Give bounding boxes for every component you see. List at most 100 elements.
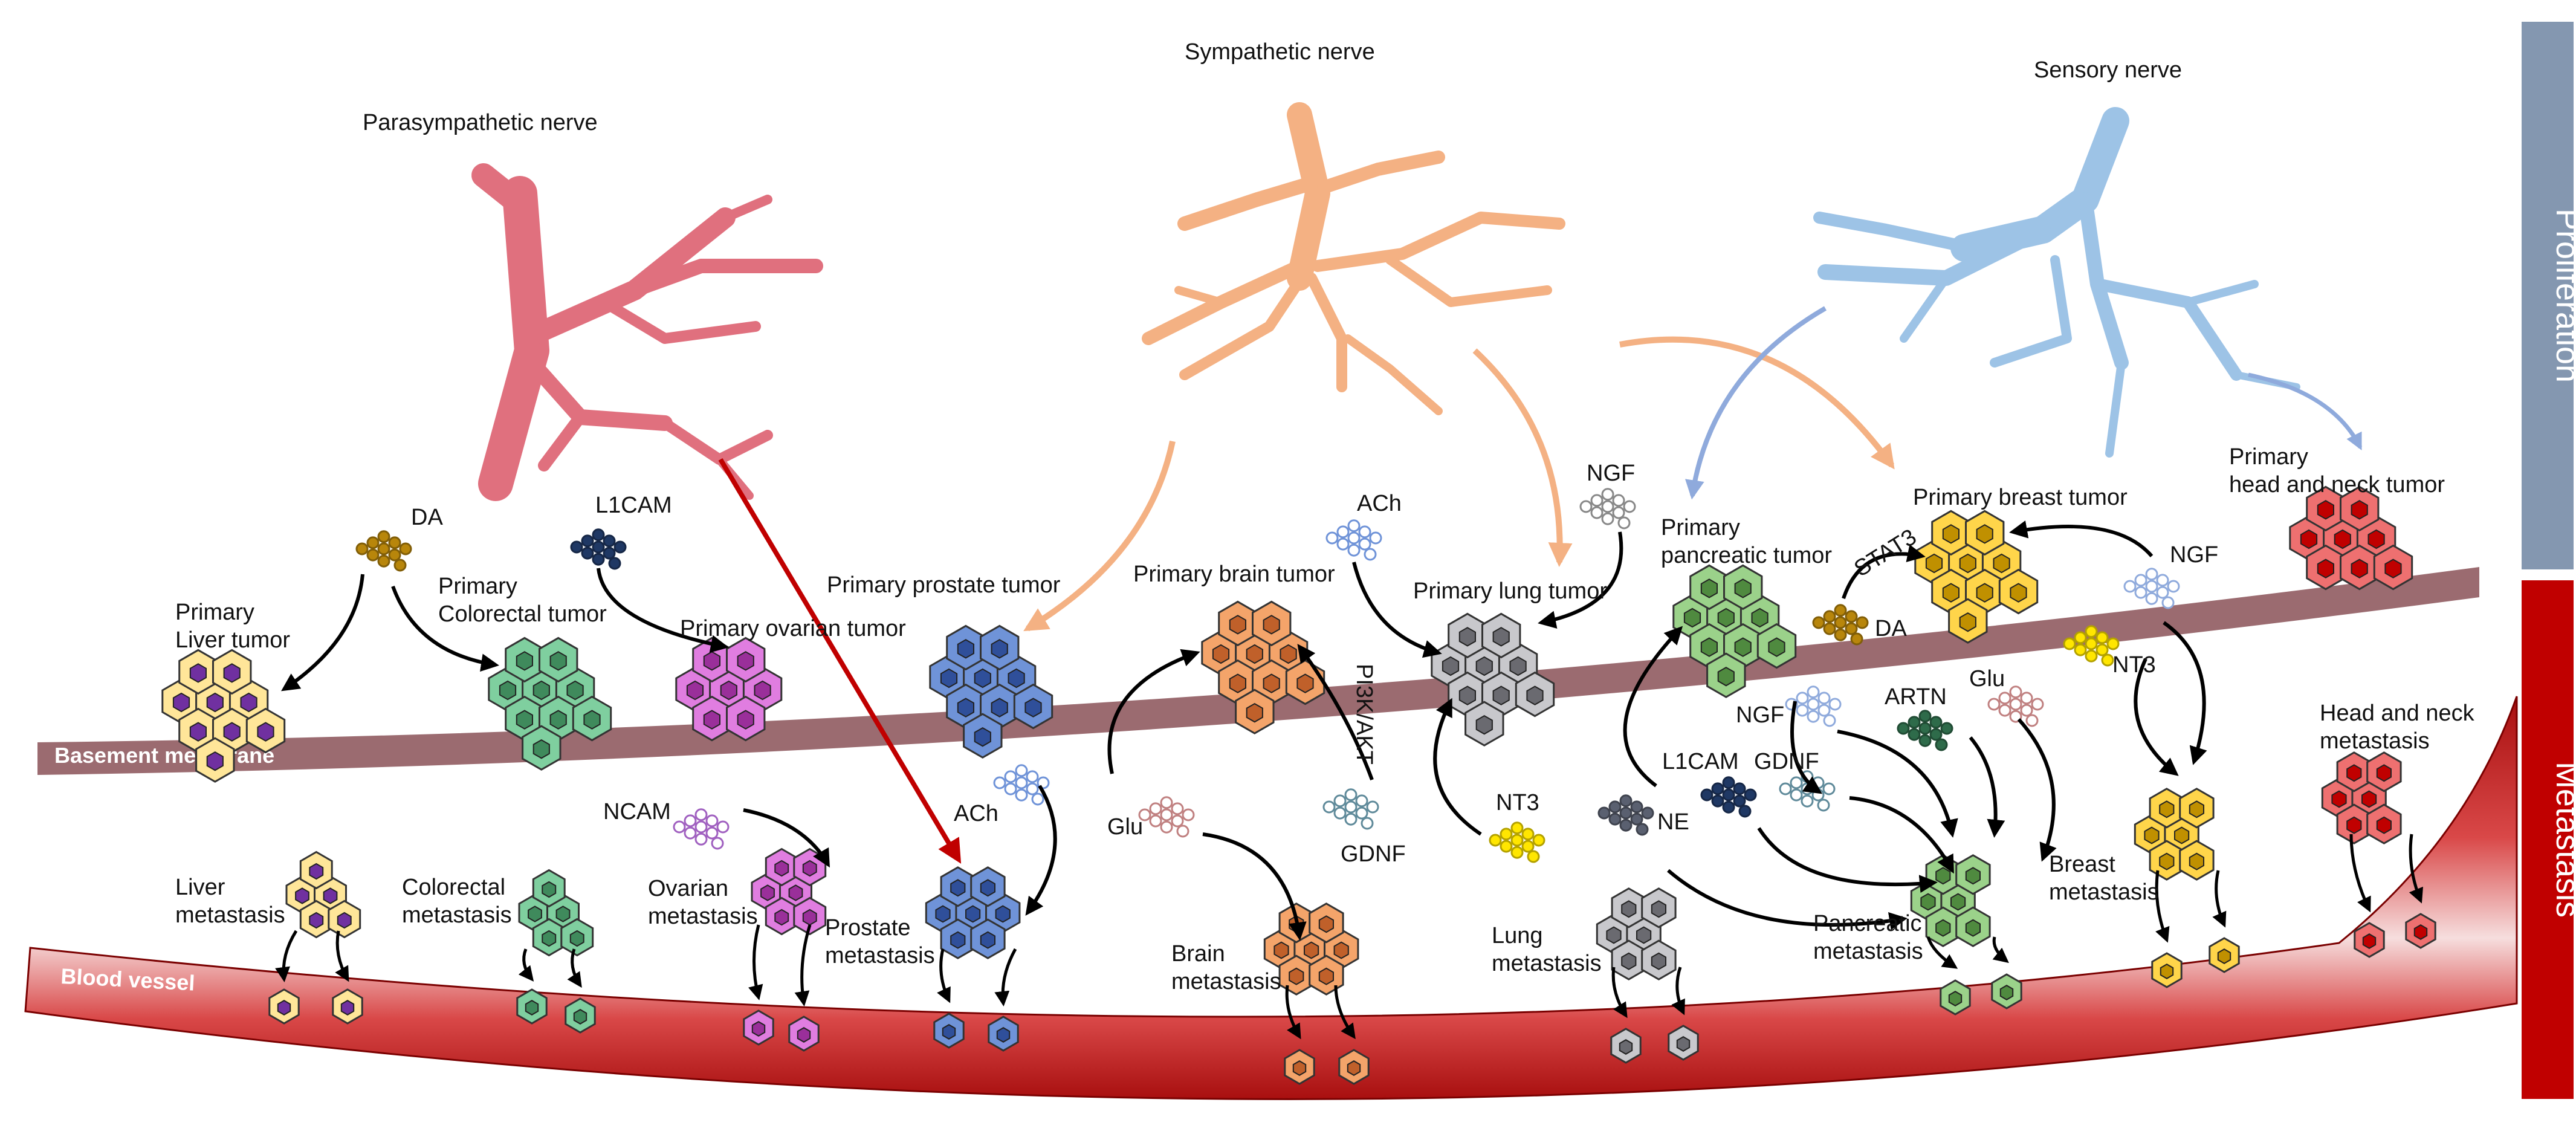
breast-metastasis-cell-3 [2149,788,2184,829]
ncam-dots-dot-3 [684,814,697,828]
glu-brain-dots-dot-6 [1160,796,1173,809]
ach-prostate-dots-dot-4 [1026,782,1039,795]
primary-headneck-tumor [2289,485,2413,591]
nt3-lung-dots-dot-3 [1500,828,1513,841]
l1cam-top-dots-dot-4 [603,546,616,560]
factor-dot-clusters [355,488,2180,863]
l1cam-panc-dots-dot-8 [1744,788,1757,802]
primary-prostate-tumor-cell-5 [980,624,1020,671]
circulating-headneck-cell-18 [2405,913,2436,949]
da-right-dots-dot-3 [1823,610,1836,623]
ovarian-metastasis-cell-5 [765,896,798,936]
sympathetic-to-lung-arrow [1472,348,1573,567]
gdnf-panc-dots-dot-9 [1779,782,1792,795]
primary-breast-tumor-cell-4 [1931,510,1971,556]
gdnf-panc-dots-dot-8 [1822,782,1836,795]
da-right-dots-dot-2 [1845,610,1858,623]
glu-brain-dots-dot-7 [1160,820,1173,834]
ngf-panc-dots-dot-6 [1807,685,1820,699]
ngf-lung-dots-dot-4 [1612,506,1625,519]
ngf-breast-dots-dot-7 [2145,592,2158,605]
glu-panc-dots-dot-10 [2025,714,2039,727]
artn-dots-dot-2 [1929,716,1943,729]
artn-dots-dot-9 [1897,722,1910,735]
glu-brain-dots-dot-1 [1160,808,1173,821]
breast-metastasis-cell-4 [2179,788,2215,829]
glu-panc-dots-dot-2 [2020,692,2033,705]
artn-dots-dot-8 [1940,722,1953,735]
primary-breast-label: Primary breast tumor [1913,485,2128,510]
l1cam-panc-dots [1700,776,1757,818]
primary-pancreatic-tumor [1672,564,1797,698]
ach-prostate-dots-dot-6 [1015,764,1028,777]
primary-liver-tumor [161,649,286,783]
ngf-lung-dots-dot-7 [1601,512,1614,525]
breast-metastasis-cell-6 [2179,840,2215,881]
ngf-to-breast-arrow [2009,520,2154,557]
ngf-lung-dots-dot-5 [1590,506,1604,519]
ncam-dots-dot-6 [694,808,708,821]
ngf-lung-dots-dot-1 [1601,500,1614,513]
nt3-breast-dots-dot-2 [2095,631,2109,644]
glu-to-pancreatic-met-arrow [2017,718,2057,862]
ne-dots-dot-9 [1597,806,1611,820]
circulating-liver-cell-1 [268,988,300,1025]
proliferation-label: Proliferation [2549,209,2576,383]
gdnf-brain-dots-dot-4 [1355,806,1368,820]
primary-headneck-tumor-cell-6 [2306,544,2346,591]
extravasation-arrow-13 [1926,936,1958,969]
artn-dots-dot-1 [1918,722,1932,735]
prostate-metastasis-cell-4 [940,866,976,907]
primary-liver-tumor-cell-8 [195,737,235,783]
glu-panc-dots-dot-3 [1998,692,2011,705]
l1cam-panc-dots-dot-4 [1733,794,1746,808]
artn-dots-dot-5 [1908,728,1921,741]
nt3-breast-dots-dot-9 [2063,637,2076,650]
da-left-dots [355,530,412,572]
gdnf-brain-dots-dot-6 [1344,788,1358,802]
extravasation-arrows [275,834,2424,1040]
ngf-panc-dots-dot-3 [1796,692,1809,705]
primary-pancreatic-tumor-cell-5 [1723,564,1763,611]
primary-pancreatic-tumor-cell-8 [1706,652,1746,698]
l1cam-top-dots-dot-1 [592,540,605,554]
ne-dots-dot-10 [1636,823,1649,836]
da-left-dots-dot-10 [393,559,407,572]
primary-lung-tumor-cell-4 [1448,612,1487,659]
ne-dots [1597,794,1654,836]
nt3-lung-label: NT3 [1496,790,1539,815]
sympathetic-label: Sympathetic nerve [1185,39,1375,65]
ach-top-dots-dot-10 [1364,548,1377,561]
parasympathetic-nerve [471,163,823,501]
ngf-breast-dots-dot-3 [2134,574,2147,587]
ngf-breast-dots-dot-6 [2145,568,2158,581]
ngf-lung-dots-dot-8 [1623,500,1636,513]
da-to-liver-arrow [281,574,364,692]
nt3-lung-dots-dot-5 [1500,840,1513,853]
gdnf-brain-dots-dot-5 [1333,806,1347,820]
circulating-brain-cell-9 [1284,1049,1315,1085]
glu-to-brain-met-arrow [1202,832,1307,941]
l1cam-panc-dots-dot-6 [1722,776,1735,789]
colorectal-metastasis-cell-5 [560,918,594,957]
nt3-to-lung-arrow [1433,698,1482,836]
headneck-metastasis [2321,751,2402,844]
da-left-label: DA [411,505,443,530]
ngf-lung-dots-dot-3 [1590,494,1604,507]
glu-panc-dots-dot-1 [2009,698,2022,711]
signal-arrows [281,520,2207,941]
ngf-lung-dots-dot-6 [1601,488,1614,501]
ach-top-dots-dot-6 [1347,519,1361,533]
ncam-dots-dot-7 [694,832,708,846]
sensory-to-pancreatic-arrow [1684,306,1827,500]
prostate-metastasis [925,866,1021,959]
ncam-dots-dot-2 [705,814,719,828]
gdnf-panc-dots-dot-3 [1790,776,1803,789]
l1cam-top-dots [570,528,627,570]
artn-dots-dot-6 [1918,710,1932,723]
